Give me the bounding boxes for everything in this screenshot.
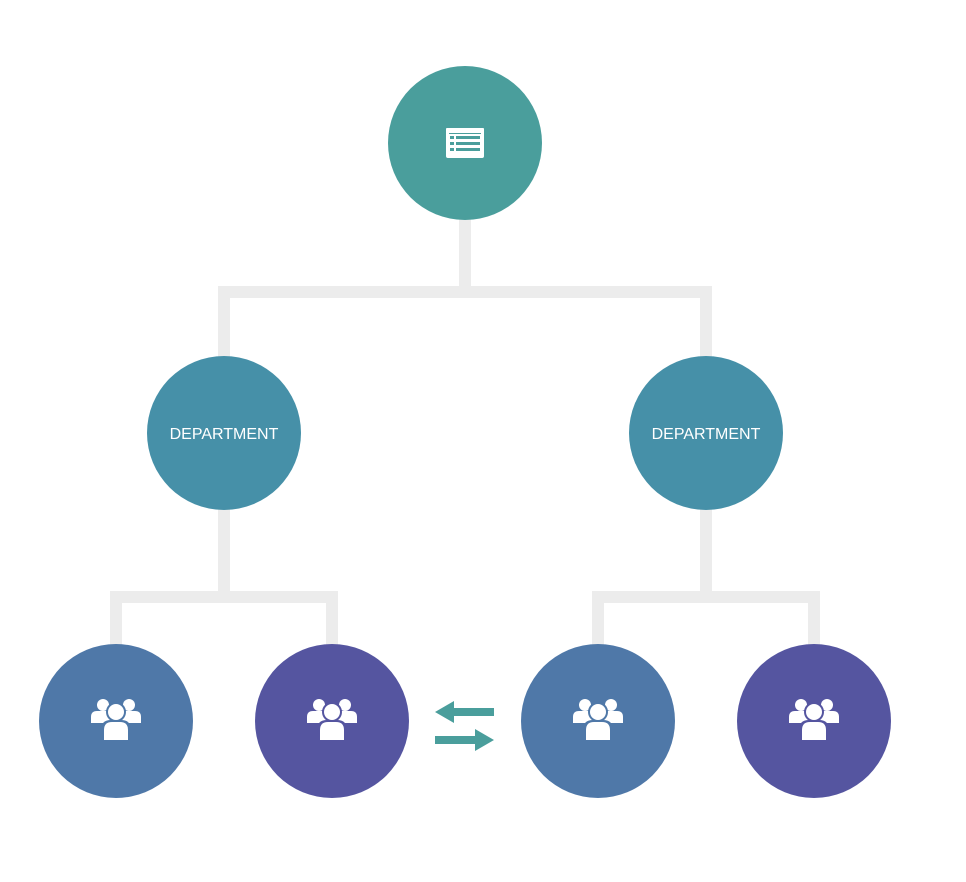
connector-lines (110, 215, 820, 652)
list-card-icon (446, 128, 484, 158)
department-label: DEPARTMENT (652, 426, 761, 443)
department-node-circle (147, 356, 301, 510)
group-icon (573, 699, 623, 742)
root-to-departments-connector (218, 215, 712, 362)
department-label: DEPARTMENT (170, 426, 279, 443)
department-node-right[interactable]: DEPARTMENT (629, 356, 783, 510)
team-node-2[interactable] (255, 644, 409, 798)
team-node-1[interactable] (39, 644, 193, 798)
right-department-to-teams-connector (592, 505, 820, 652)
department-node-left[interactable]: DEPARTMENT (147, 356, 301, 510)
arrow-left-icon (435, 701, 494, 723)
arrow-right-icon (435, 729, 494, 751)
root-node[interactable] (388, 66, 542, 220)
department-node-circle (629, 356, 783, 510)
group-icon (307, 699, 357, 742)
exchange-arrows-icon (435, 701, 494, 751)
group-icon (91, 699, 141, 742)
team-node-3[interactable] (521, 644, 675, 798)
left-department-to-teams-connector (110, 505, 338, 652)
group-icon (789, 699, 839, 742)
team-node-4[interactable] (737, 644, 891, 798)
